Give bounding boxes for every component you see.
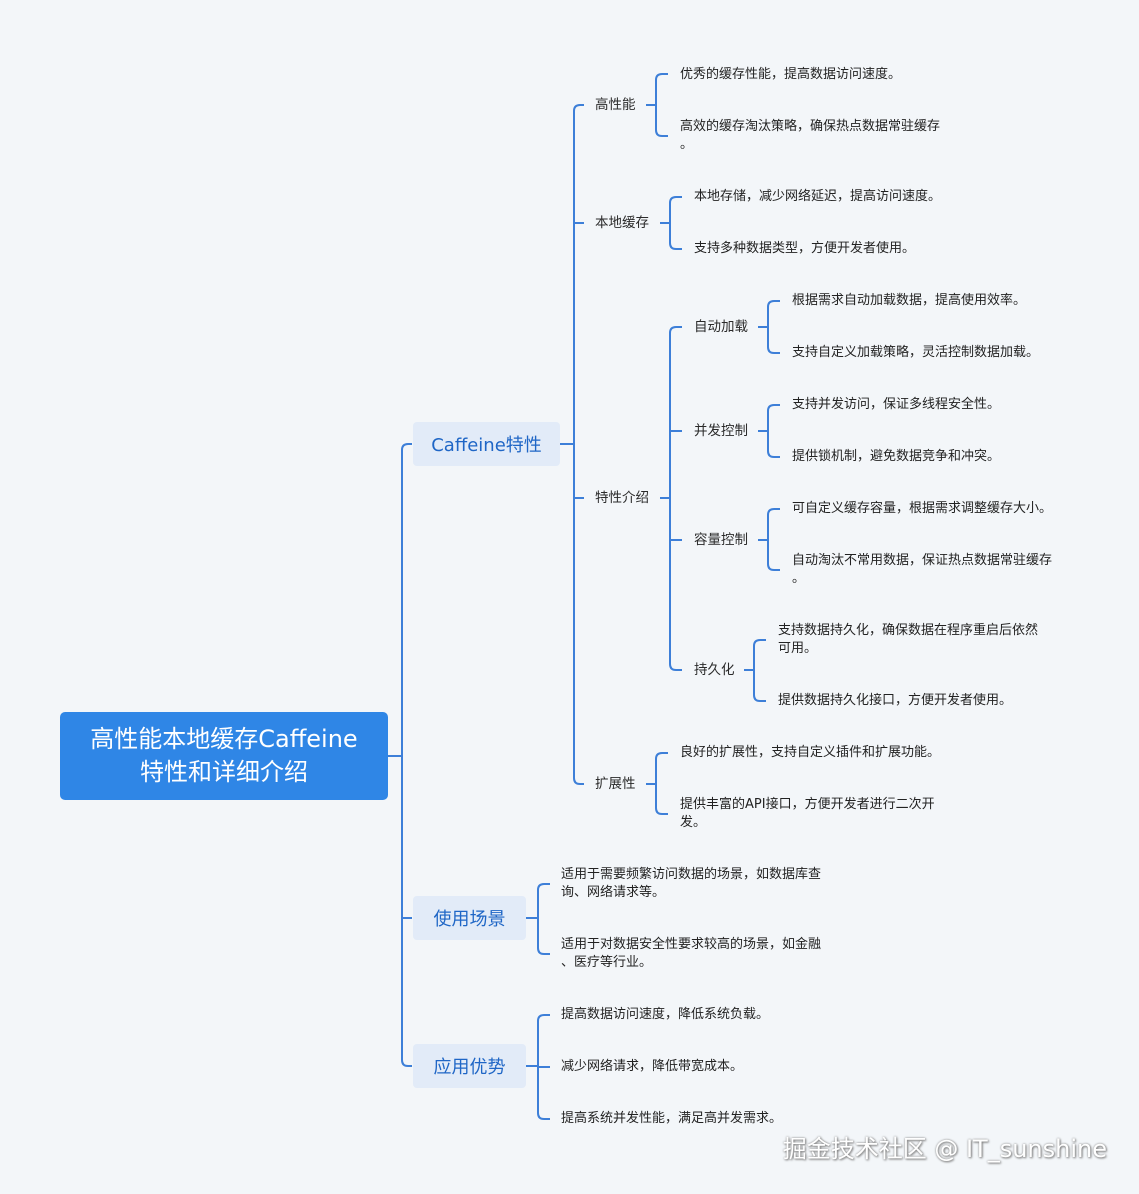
leaf-capacity-2: 自动淘汰不常用数据，保证热点数据常驻缓存 [792,553,1053,568]
leaf-advantage-2: 减少网络请求，降低带宽成本。 [561,1059,744,1074]
connector-persistence [744,639,766,702]
leaf-high-perf-2: 高效的缓存淘汰策略，确保热点数据常驻缓存 [680,119,941,134]
connector-advantages [526,1014,550,1120]
leaf-capacity-1: 可自定义缓存容量，根据需求调整缓存大小。 [792,501,1053,516]
leaf-persistence-2: 提供数据持久化接口，方便开发者使用。 [778,693,1013,708]
leaf-scenario-2: 适用于对数据安全性要求较高的场景，如金融 [561,937,822,952]
connector-features [560,104,584,785]
node-concurrency-control[interactable]: 并发控制 [694,423,748,439]
node-capacity-control[interactable]: 容量控制 [694,532,748,548]
connector-concurrency [758,404,780,458]
node-auto-load[interactable]: 自动加载 [694,319,748,335]
connector-capacity [758,508,780,571]
node-feature-intro[interactable]: 特性介绍 [595,490,649,506]
root-title-line2: 特性和详细介绍 [140,758,308,786]
node-usage-scenarios[interactable]: 使用场景 [413,896,526,940]
leaf-scenario-1: 适用于需要频繁访问数据的场景，如数据库查 [561,867,822,882]
connector-scenarios [526,883,550,955]
leaf-persistence-1: 支持数据持久化，确保数据在程序重启后依然 [778,623,1039,638]
leaf-extensibility-2-cont: 发。 [680,815,707,830]
node-local-cache[interactable]: 本地缓存 [595,215,649,231]
connector-root [388,443,412,1067]
node-caffeine-features[interactable]: Caffeine特性 [413,422,560,466]
watermark: 掘金技术社区 @ IT_sunshine [782,1135,1107,1163]
node-extensibility[interactable]: 扩展性 [595,776,636,792]
leaf-persistence-1-cont: 可用。 [778,641,818,656]
leaf-high-perf-1: 优秀的缓存性能，提高数据访问速度。 [680,67,902,82]
leaf-auto-load-2: 支持自定义加载策略，灵活控制数据加载。 [792,345,1040,360]
connector-local-cache [660,196,682,250]
root-title-line1: 高性能本地缓存Caffeine [90,725,358,753]
leaf-scenario-2-cont: 、医疗等行业。 [561,955,653,970]
leaf-concurrency-1: 支持并发访问，保证多线程安全性。 [792,397,1001,412]
node-high-performance[interactable]: 高性能 [595,97,636,113]
leaf-local-cache-2: 支持多种数据类型，方便开发者使用。 [694,241,916,256]
leaf-extensibility-2: 提供丰富的API接口，方便开发者进行二次开 [680,797,935,812]
leaf-auto-load-1: 根据需求自动加载数据，提高使用效率。 [792,293,1027,308]
leaf-capacity-2-cont: 。 [792,571,806,586]
leaf-high-perf-2-cont: 。 [680,137,694,152]
node-application-advantages[interactable]: 应用优势 [413,1044,526,1088]
connector-intro [660,326,682,671]
root-node[interactable]: 高性能本地缓存Caffeine 特性和详细介绍 [60,712,388,800]
connector-high-perf [646,73,668,137]
leaf-concurrency-2: 提供锁机制，避免数据竞争和冲突。 [792,449,1001,464]
leaf-advantage-1: 提高数据访问速度，降低系统负载。 [561,1007,770,1022]
leaf-local-cache-1: 本地存储，减少网络延迟，提高访问速度。 [694,189,942,204]
leaf-advantage-3: 提高系统并发性能，满足高并发需求。 [561,1111,783,1126]
connector-auto-load [758,300,780,354]
leaf-extensibility-1: 良好的扩展性，支持自定义插件和扩展功能。 [680,745,941,760]
node-persistence[interactable]: 持久化 [694,662,735,678]
leaf-scenario-1-cont: 询、网络请求等。 [561,885,666,900]
connector-extensibility [646,752,668,815]
